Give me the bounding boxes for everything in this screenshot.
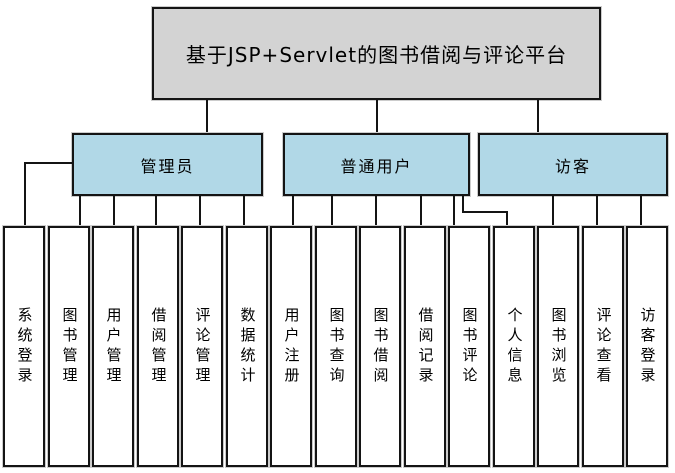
leaf-node-book-management: 图书管理 [48, 226, 90, 467]
leaf-label-comment-view: 评论查看 [594, 306, 613, 387]
leaf-label-data-statistics: 数据统计 [238, 306, 257, 387]
connector-admin-borrow-management [155, 196, 157, 226]
diagram-title: 基于JSP+Servlet的图书借阅与评论平台 [185, 43, 568, 67]
role-node-admin: 管理员 [72, 133, 263, 196]
connector-admin-system-login-h [24, 162, 72, 164]
leaf-label-book-search: 图书查询 [327, 306, 346, 387]
connector-visitor-login [640, 196, 642, 226]
leaf-label-user-register: 用户注册 [282, 306, 301, 387]
connector-admin-book-management [79, 196, 81, 226]
connector-user-register [292, 196, 294, 226]
leaf-node-visitor-login: 访客登录 [626, 226, 668, 467]
connector-user-personal-info-v1 [462, 196, 464, 213]
connector-user-book-search [331, 196, 333, 226]
leaf-label-visitor-login: 访客登录 [638, 306, 657, 387]
leaf-label-comment-management: 评论管理 [193, 306, 212, 387]
connector-visitor-comment-view [596, 196, 598, 226]
connector-user-personal-info-h [462, 211, 508, 213]
role-node-user: 普通用户 [283, 133, 470, 196]
leaf-node-book-comment: 图书评论 [448, 226, 490, 467]
leaf-label-user-management: 用户管理 [104, 306, 123, 387]
role-label-user: 普通用户 [340, 156, 413, 176]
connector-admin-comment-management [199, 196, 201, 226]
leaf-node-book-borrow: 图书借阅 [359, 226, 401, 467]
connector-user-personal-info-v2 [506, 211, 508, 226]
connector-user-book-borrow [375, 196, 377, 226]
leaf-node-book-search: 图书查询 [315, 226, 357, 467]
connector-admin-data-statistics [243, 196, 245, 226]
connector-root-visitor [537, 100, 539, 133]
leaf-node-personal-info: 个人信息 [493, 226, 535, 467]
leaf-label-system-login: 系统登录 [15, 306, 34, 387]
root-node: 基于JSP+Servlet的图书借阅与评论平台 [152, 7, 601, 100]
connector-root-admin [206, 100, 208, 133]
leaf-node-book-browse: 图书浏览 [537, 226, 579, 467]
connector-admin-user-management [113, 196, 115, 226]
leaf-node-system-login: 系统登录 [3, 226, 45, 467]
role-label-visitor: 访客 [554, 156, 591, 176]
connector-user-book-comment [453, 196, 455, 226]
role-node-visitor: 访客 [478, 133, 668, 196]
leaf-label-borrow-management: 借阅管理 [149, 306, 168, 387]
leaf-node-user-management: 用户管理 [92, 226, 134, 467]
leaf-node-comment-view: 评论查看 [582, 226, 624, 467]
leaf-label-personal-info: 个人信息 [505, 306, 524, 387]
role-label-admin: 管理员 [140, 156, 195, 176]
leaf-node-borrow-management: 借阅管理 [137, 226, 179, 467]
leaf-node-data-statistics: 数据统计 [226, 226, 268, 467]
leaf-label-book-management: 图书管理 [60, 306, 79, 387]
connector-visitor-book-browse [552, 196, 554, 226]
leaf-label-book-borrow: 图书借阅 [371, 306, 390, 387]
leaf-node-borrow-records: 借阅记录 [404, 226, 446, 467]
connector-user-borrow-records [420, 196, 422, 226]
leaf-label-borrow-records: 借阅记录 [416, 306, 435, 387]
leaf-label-book-browse: 图书浏览 [549, 306, 568, 387]
connector-admin-system-login-v [24, 162, 26, 226]
leaf-node-user-register: 用户注册 [270, 226, 312, 467]
leaf-label-book-comment: 图书评论 [460, 306, 479, 387]
connector-root-user [376, 100, 378, 133]
leaf-node-comment-management: 评论管理 [181, 226, 223, 467]
